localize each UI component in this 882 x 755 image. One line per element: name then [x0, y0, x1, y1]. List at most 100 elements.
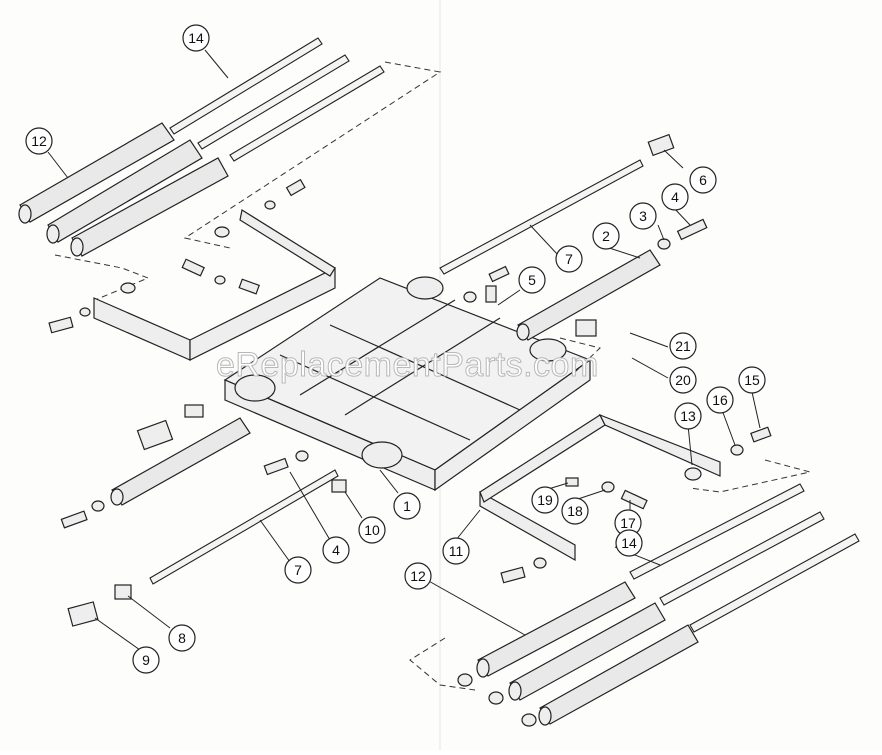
callout-17: 17	[614, 509, 642, 537]
dashed-guide	[54, 254, 150, 301]
callout-3: 3	[629, 202, 657, 230]
knob	[136, 419, 174, 451]
callout-4: 4	[661, 183, 689, 211]
callout-9: 9	[132, 646, 160, 674]
part-17-bolt	[620, 489, 648, 510]
callout-10: 10	[358, 516, 386, 544]
lower-left-parts	[60, 404, 347, 627]
part-10-block	[331, 479, 347, 493]
washer	[264, 200, 276, 210]
part-13-nut	[684, 467, 702, 481]
washer	[214, 275, 226, 285]
callout-5: 5	[518, 266, 546, 294]
tube-end	[508, 681, 522, 701]
svg-text:10: 10	[364, 522, 380, 538]
washer	[79, 307, 91, 317]
bracket-leg	[93, 297, 191, 361]
callout-18: 18	[561, 497, 589, 525]
frame-side	[434, 358, 591, 492]
svg-text:15: 15	[744, 372, 760, 388]
rod-14c	[229, 65, 385, 162]
part-19-nut	[565, 477, 579, 487]
tube-end	[538, 706, 552, 726]
callout-14: 14	[615, 529, 643, 557]
tube-end	[476, 658, 490, 678]
callout-13: 13	[674, 402, 702, 430]
screw	[60, 510, 88, 529]
svg-text:20: 20	[675, 372, 691, 388]
rod-7-upper	[439, 159, 644, 275]
nut	[120, 282, 136, 294]
lower-right-rod-assembly	[409, 483, 860, 727]
rod-14f	[689, 533, 860, 633]
washer	[295, 450, 309, 462]
svg-text:19: 19	[537, 492, 553, 508]
tube-left	[111, 417, 251, 506]
washer	[457, 673, 473, 687]
part-4-screw	[676, 218, 708, 241]
part-4-screw-lower	[263, 457, 289, 476]
washer	[533, 557, 547, 569]
frame-boss	[361, 441, 403, 469]
callout-7: 7	[555, 245, 583, 273]
callout-12: 12	[25, 127, 53, 155]
top-left-rod-assembly	[18, 37, 442, 301]
tube-end	[46, 224, 60, 244]
svg-text:14: 14	[188, 30, 204, 46]
callout-16: 16	[706, 386, 734, 414]
svg-text:18: 18	[567, 503, 583, 519]
upper-right-parts	[439, 133, 708, 373]
part-8-block	[114, 584, 132, 600]
left-bracket	[48, 178, 336, 361]
callout-6: 6	[689, 166, 717, 194]
svg-text:1: 1	[403, 498, 411, 514]
svg-text:7: 7	[294, 562, 302, 578]
callout-11: 11	[442, 537, 470, 565]
callout-1: 1	[393, 492, 421, 520]
washer	[463, 291, 477, 303]
bracket-side	[189, 267, 336, 361]
callout-14: 14	[182, 24, 210, 52]
rod-14d	[629, 483, 805, 580]
svg-text:9: 9	[142, 652, 150, 668]
rod-14e	[659, 511, 825, 606]
bolt	[500, 566, 526, 584]
svg-text:14: 14	[621, 535, 637, 551]
watermark: eReplacementParts.com	[216, 346, 599, 384]
bracket-leg	[479, 490, 576, 562]
frame-boss	[234, 374, 276, 402]
frame-boss	[529, 338, 567, 362]
rod-7-lower	[149, 469, 339, 585]
bracket-top-leg	[239, 209, 336, 277]
leader-lines	[47, 49, 761, 651]
frame-rib	[329, 324, 521, 411]
svg-text:8: 8	[178, 630, 186, 646]
bolt	[488, 265, 510, 283]
svg-text:7: 7	[565, 251, 573, 267]
bolt	[238, 278, 260, 295]
part-9-knob	[67, 601, 99, 627]
svg-text:2: 2	[602, 228, 610, 244]
svg-text:3: 3	[639, 208, 647, 224]
part-6-block	[647, 133, 675, 157]
callout-19: 19	[531, 486, 559, 514]
part-16-washer	[730, 444, 744, 456]
callout-21: 21	[669, 332, 697, 360]
tube-end	[18, 204, 32, 224]
callout-4: 4	[322, 536, 350, 564]
dashed-guide	[689, 459, 811, 493]
callout-20: 20	[669, 366, 697, 394]
svg-text:12: 12	[31, 133, 47, 149]
svg-text:6: 6	[699, 172, 707, 188]
frame-rib	[299, 299, 456, 396]
nut	[91, 500, 105, 512]
washer	[521, 713, 537, 727]
washer	[488, 691, 504, 705]
svg-text:13: 13	[680, 408, 696, 424]
svg-text:16: 16	[712, 392, 728, 408]
right-bracket	[479, 413, 811, 584]
svg-text:17: 17	[620, 515, 636, 531]
main-table-frame	[223, 276, 592, 492]
